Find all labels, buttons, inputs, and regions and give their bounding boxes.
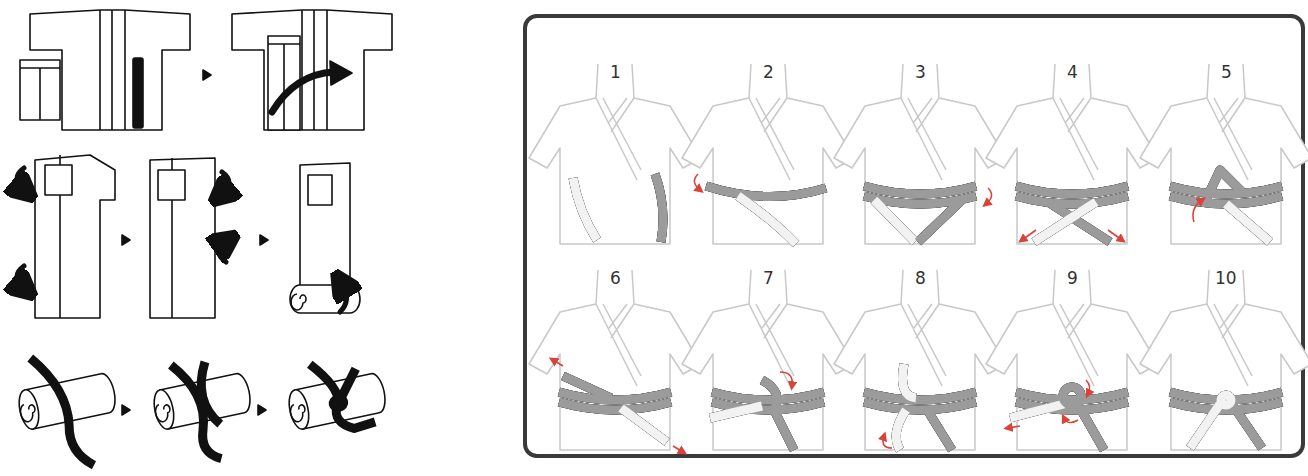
belt-step	[682, 270, 854, 450]
step-arrow	[258, 405, 266, 415]
belt-step	[1140, 64, 1308, 244]
belt-step	[834, 270, 1006, 450]
step-arrow	[122, 235, 130, 245]
step-number: 6	[608, 268, 623, 288]
belt-step	[529, 270, 701, 452]
step-number: 5	[1219, 62, 1234, 82]
rolled-gi	[146, 350, 261, 470]
step-arrow	[203, 70, 211, 80]
step-number: 9	[1065, 268, 1080, 288]
belt-step	[834, 64, 1006, 244]
step-number: 4	[1065, 62, 1080, 82]
belt-step	[529, 64, 701, 244]
step-number: 1	[608, 62, 623, 82]
step-number: 2	[761, 62, 776, 82]
jacket-with-pants	[232, 10, 392, 130]
belt-step	[986, 64, 1158, 244]
jacket-roll	[290, 163, 360, 313]
step-arrow	[260, 235, 268, 245]
rolled-gi	[281, 350, 390, 440]
step-number: 7	[761, 268, 776, 288]
step-number: 10	[1213, 268, 1239, 288]
jacket-fold-sleeves	[17, 155, 115, 318]
step-number: 3	[913, 62, 928, 82]
belt-step	[682, 64, 854, 244]
belt-step	[1140, 270, 1308, 450]
flat-jacket	[20, 10, 190, 130]
step-arrow	[122, 405, 130, 415]
jacket-fold-sides	[150, 158, 229, 318]
belt-step	[986, 270, 1158, 450]
step-number: 8	[913, 268, 928, 288]
rolled-gi	[10, 342, 128, 476]
